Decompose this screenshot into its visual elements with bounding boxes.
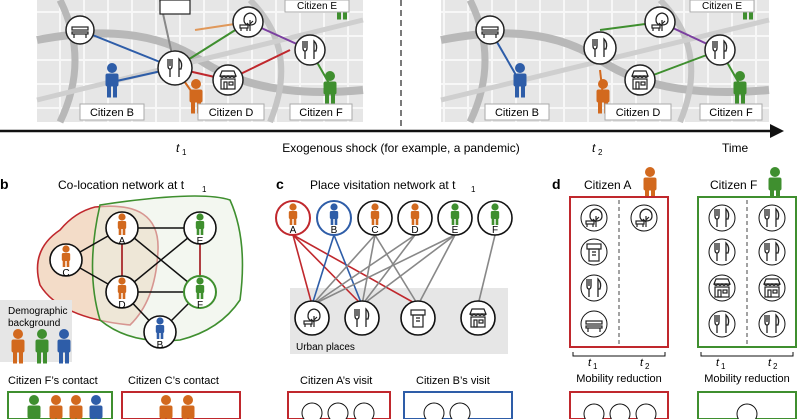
timeline-t2-sub: 2 [598, 148, 603, 157]
citizen-f-t1-places [708, 204, 736, 338]
left-map-citizens: Citizen E Citizen B Citizen D Citizen F [79, 0, 353, 121]
timeline: t 1 Exogenous shock (for example, a pand… [0, 124, 784, 157]
left-citizen-f-label: Citizen F [299, 107, 343, 119]
left-citizen-d-label: Citizen D [209, 107, 254, 119]
citizen-a-t2-places [630, 204, 658, 232]
citizen-a-caption: Mobility reduction [576, 373, 662, 385]
place-node-b: B [331, 225, 338, 236]
timeline-t1: t [176, 141, 180, 155]
panel-b-letter: b [0, 176, 9, 192]
node-c-label: C [62, 268, 69, 279]
box-b-visit-title: Citizen B’s visit [416, 375, 490, 387]
citizen-a-t2-sub: 2 [645, 362, 650, 371]
node-e-label: E [197, 236, 204, 247]
panel-c-title: Place visitation network at t [310, 178, 456, 192]
node-b-label: B [157, 340, 164, 351]
citizen-a-bracket [572, 352, 666, 357]
panel-b: b Co-location network at t 1 A C [0, 176, 244, 419]
panel-c: c Place visitation network at t 1 Urban … [275, 176, 513, 419]
right-citizen-d-label: Citizen D [616, 107, 661, 119]
co-location-nodes: A C E D F B [49, 211, 217, 351]
timeline-t2: t [592, 141, 596, 155]
box-c-contact [121, 391, 241, 419]
place-node-d: D [411, 225, 418, 236]
citizen-f-t1-sub: 1 [721, 362, 726, 371]
visitation-person-nodes: A B C D E F [275, 200, 513, 236]
citizen-a-t1-sub: 1 [593, 362, 598, 371]
box-f-contact-title: Citizen F’s contact [8, 375, 98, 387]
visitation-edges [292, 234, 496, 306]
left-citizen-b-label: Citizen B [90, 107, 134, 119]
box-a-visit-title: Citizen A’s visit [300, 375, 372, 387]
right-citizen-e-label: Citizen E [702, 1, 742, 12]
legend-title-1: Demographic [8, 306, 67, 317]
citizen-f-title: Citizen F [710, 178, 757, 192]
node-a-label: A [119, 236, 126, 247]
citizen-f-t2-sub: 2 [773, 362, 778, 371]
visitation-place-nodes [294, 300, 496, 336]
panel-c-letter: c [276, 176, 284, 192]
timeline-time-label: Time [722, 141, 749, 155]
panel-b-title-sub: 1 [202, 185, 207, 194]
node-d-label: D [118, 300, 125, 311]
citizen-a-title: Citizen A [584, 178, 631, 192]
right-map-places [475, 6, 736, 96]
citizen-a-t1: t [588, 357, 592, 369]
timeline-shock-label: Exogenous shock (for example, a pandemic… [282, 141, 519, 155]
citizen-f-bracket [700, 352, 794, 357]
legend-title-2: background [8, 318, 60, 329]
citizen-f-t2: t [768, 357, 772, 369]
place-node-a: A [290, 225, 297, 236]
left-citizen-e-label: Citizen E [297, 1, 337, 12]
node-f-label: F [197, 300, 203, 311]
citizen-a-t2: t [640, 357, 644, 369]
citizen-f-t1: t [716, 357, 720, 369]
citizen-f-t2-places [758, 204, 786, 338]
urban-places-label: Urban places [296, 342, 355, 353]
panel-c-title-sub: 1 [471, 185, 476, 194]
right-map-citizens: Citizen E Citizen B Citizen D Citizen F [484, 0, 763, 121]
right-citizen-f-label: Citizen F [709, 107, 753, 119]
citizen-a-t1-places [580, 204, 608, 338]
box-c-contact-title: Citizen C’s contact [128, 375, 219, 387]
left-map-places [65, 0, 326, 96]
panel-d: d Citizen A Citizen F [552, 167, 797, 419]
right-citizen-b-label: Citizen B [495, 107, 539, 119]
timeline-t1-sub: 1 [182, 148, 187, 157]
panel-b-title: Co-location network at t [58, 178, 185, 192]
place-node-f: F [492, 225, 498, 236]
panel-d-letter: d [552, 176, 561, 192]
place-node-e: E [452, 225, 459, 236]
citizen-f-caption: Mobility reduction [704, 373, 790, 385]
place-node-c: C [371, 225, 378, 236]
